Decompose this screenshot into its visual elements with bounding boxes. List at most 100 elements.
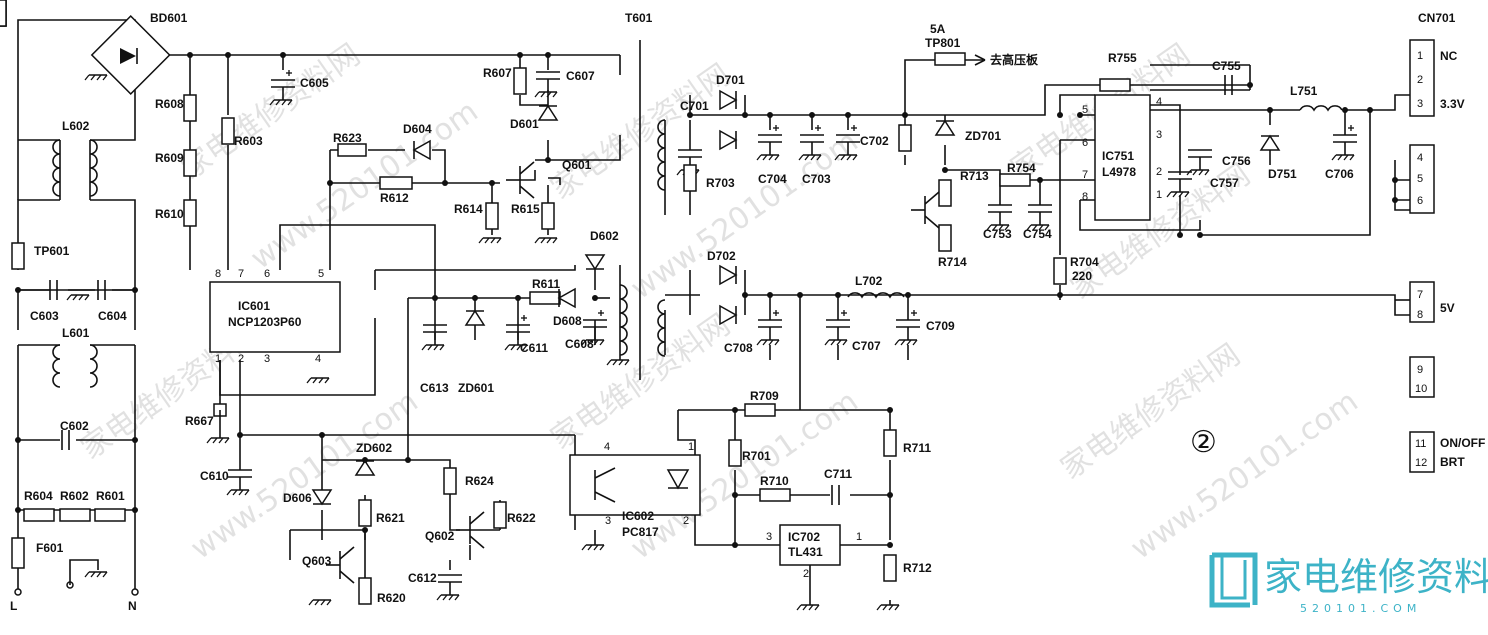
brand-name: 家电维修资料网 [1264, 555, 1488, 599]
label-R614: R614 [454, 202, 483, 216]
capacitor-C704: C704 [756, 125, 787, 186]
label-R623: R623 [333, 131, 362, 145]
label-T601: T601 [625, 11, 653, 25]
resistor-R701c [898, 124, 912, 152]
capacitor-C602: C602 [60, 419, 89, 450]
label-ZD601: ZD601 [458, 381, 494, 395]
watermark-text: 家电维修资料网 [1055, 337, 1247, 486]
ic702-pin2: 2 [803, 568, 809, 580]
label-R603: R603 [234, 134, 263, 148]
label-R754: R754 [1007, 161, 1036, 175]
cn701-pin9: 9 [1417, 364, 1423, 376]
capacitor-C756: C756 [1186, 149, 1251, 176]
resistor-R612: R612 [379, 176, 413, 205]
ic602-pin1: 1 [688, 441, 694, 453]
ic601-pin2: 2 [238, 353, 244, 365]
label-220: 220 [1072, 269, 1092, 283]
label-3v3: 3.3V [1440, 97, 1465, 111]
label-TP801: TP801 [925, 36, 961, 50]
resistor-R622: R622 [493, 501, 536, 529]
cn701-pin6: 6 [1417, 195, 1423, 207]
ic601-pin5: 5 [318, 268, 324, 280]
capacitor-C706: C706 [1325, 125, 1357, 181]
label-5v: 5V [1440, 301, 1455, 315]
diode-D702: D702 [707, 249, 738, 286]
cn701-pin4: 4 [1417, 152, 1423, 164]
label-R610: R610 [155, 207, 184, 221]
resistor-R620: R620 [358, 577, 406, 605]
diode-D601: D601 [510, 104, 559, 131]
cn701-pin1: 1 [1417, 50, 1423, 62]
resistor-R713: R713 [938, 169, 989, 207]
ic601-pin4: 4 [315, 353, 321, 365]
inductor-L602: L602 [62, 119, 90, 133]
diode-D602: D602 [584, 229, 619, 271]
resistor-R609: R609 [155, 149, 197, 177]
transistor-Q701 [911, 191, 940, 229]
label-C604: C604 [98, 309, 127, 323]
terminal-L: L [10, 599, 17, 613]
label-R601: R601 [96, 489, 125, 503]
resistor-R703: R703 [683, 164, 735, 192]
diode-D606: D606 [283, 489, 333, 506]
label-D604: D604 [403, 122, 432, 136]
label-R703: R703 [706, 176, 735, 190]
ic601-name: IC601 [238, 299, 270, 313]
inductor-L601: L601 [62, 326, 90, 340]
label-D702: D702 [707, 249, 736, 263]
transistor-Q602: Q602 [425, 511, 485, 549]
diode-D701: D701 [716, 73, 745, 111]
resistor-R711: R711 [883, 429, 931, 457]
diode-ZD602: ZD602 [354, 441, 392, 476]
resistor-R611: R611 [529, 277, 561, 305]
label-R667: R667 [185, 414, 214, 428]
label-C605: C605 [300, 76, 329, 90]
brand-url: 520101.COM [1300, 602, 1421, 615]
ic601: IC601 NCP1203P60 8 7 6 5 1 2 3 4 [209, 268, 341, 365]
label-onoff: ON/OFF [1440, 436, 1485, 450]
ic602-pin4: 4 [604, 441, 610, 453]
ic751-part: L4978 [1102, 165, 1136, 179]
capacitor-C611: C611 [504, 315, 548, 355]
label-5A: 5A [930, 22, 946, 36]
label-C611: C611 [520, 341, 548, 355]
resistor-R614: R614 [454, 202, 499, 230]
label-CN701: CN701 [1418, 11, 1456, 25]
capacitor-C753: C753 [983, 204, 1012, 241]
capacitor-C757: C757 [1166, 171, 1239, 198]
capacitor-C703: C703 [798, 125, 831, 186]
label-C708: C708 [724, 341, 753, 355]
label-C755: C755 [1212, 59, 1241, 73]
label-L602: L602 [62, 119, 90, 133]
label-R712: R712 [903, 561, 932, 575]
label-D601: D601 [510, 117, 539, 131]
capacitor-C701: C701 [676, 99, 709, 176]
ic602-part: PC817 [622, 525, 659, 539]
capacitor-C755: C755 [1212, 59, 1241, 95]
ic702-name: IC702 [788, 530, 820, 544]
ic751-pin5: 5 [1082, 104, 1088, 116]
label-C602: C602 [60, 419, 89, 433]
ic601-part: NCP1203P60 [228, 315, 302, 329]
resistor-R608: R608 [155, 94, 197, 122]
label-R611: R611 [532, 277, 560, 291]
resistor-R667: R667 [185, 403, 227, 428]
ic601-pin8: 8 [215, 268, 221, 280]
label-BD601: BD601 [150, 11, 188, 25]
capacitor-C604: C604 [97, 280, 127, 323]
capacitor-C610: C610 [200, 469, 252, 496]
resistor-R704: R704 [1053, 255, 1099, 285]
label-D751: D751 [1268, 167, 1297, 181]
label-R621: R621 [376, 511, 405, 525]
label-nc: NC [1440, 49, 1458, 63]
resistor-R603: R603 [221, 117, 263, 148]
label-C707: C707 [852, 339, 881, 353]
label-L702: L702 [855, 274, 883, 288]
bridge-rectifier-BD601: BD601 [90, 11, 188, 95]
transistor-Q603: Q603 [302, 546, 355, 584]
ic601-pin1: 1 [215, 353, 221, 365]
resistor-R709: R709 [744, 389, 779, 417]
label-R607: R607 [483, 66, 512, 80]
resistor-R710: R710 [759, 474, 791, 502]
